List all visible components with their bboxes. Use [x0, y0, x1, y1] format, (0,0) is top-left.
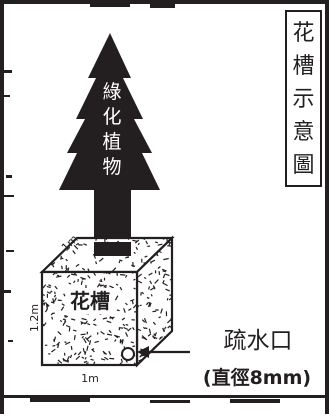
dim-side-height: 1.2m — [28, 304, 41, 332]
planter-box: 花槽 — [41, 236, 174, 366]
title-box: 花槽示意圖 — [286, 11, 321, 186]
drain-spec: (直徑8mm) — [203, 366, 311, 389]
title-text: 花槽示意圖 — [292, 21, 314, 178]
drain-hole — [122, 348, 134, 360]
drain-label: 疏水口 — [224, 328, 293, 354]
dim-bottom-edge: 1m — [81, 372, 99, 385]
planter-label: 花槽 — [70, 289, 110, 313]
